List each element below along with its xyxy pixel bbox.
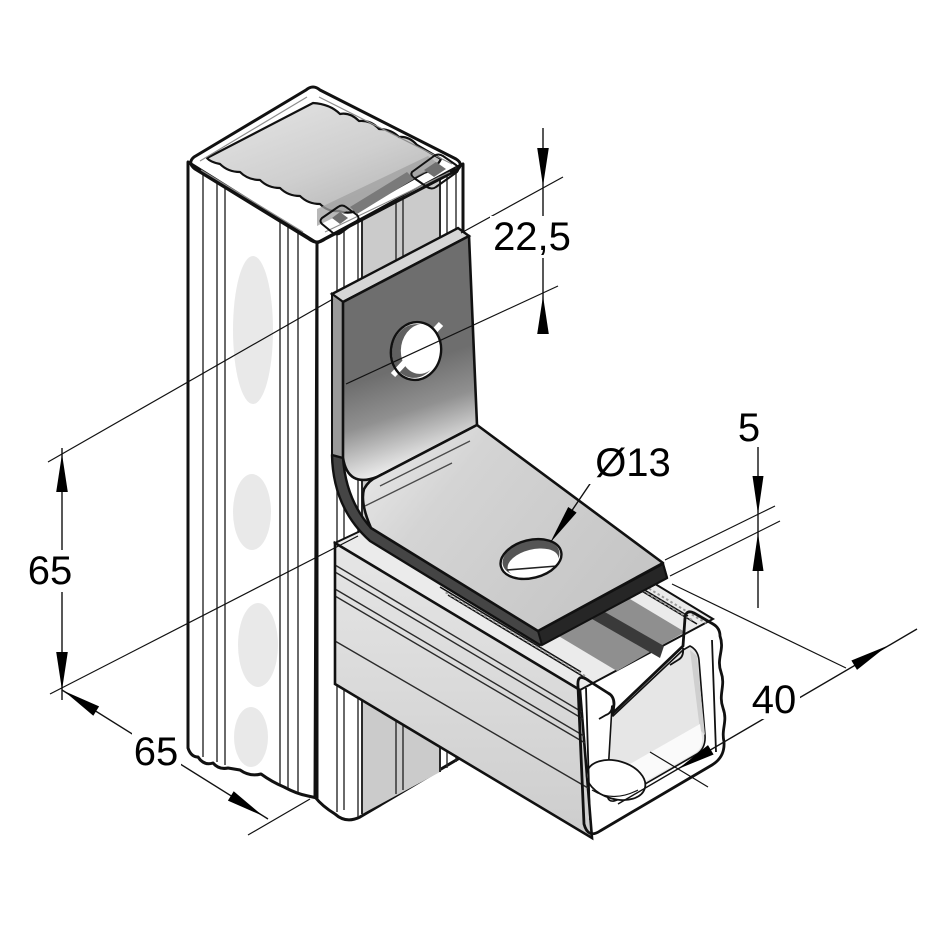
channel-near-wall-ribs	[334, 564, 589, 789]
dim-label-plate-thickness: 5	[738, 406, 760, 450]
channel-slot-hole-depth	[591, 789, 639, 798]
strut-reflections	[233, 256, 278, 767]
dim-label-leg-height: 65	[28, 549, 73, 593]
arrowhead	[56, 652, 68, 690]
arrowhead	[64, 691, 100, 716]
arrowhead	[851, 646, 887, 670]
dim-base-depth: 65	[61, 689, 311, 836]
arrowhead	[227, 791, 263, 816]
dim-hole-diameter: Ø13	[550, 441, 677, 543]
bracket-plate-face	[361, 423, 665, 633]
bracket-bend-lines	[364, 440, 471, 507]
arrowhead	[678, 745, 714, 769]
angle-bracket	[329, 226, 669, 647]
arrowhead	[752, 476, 764, 514]
channel-lip-curls	[585, 639, 717, 821]
strut-lip-east-hole	[424, 162, 446, 177]
dim-plate-thickness: 5	[664, 406, 781, 608]
arrowhead	[537, 148, 549, 186]
channel-end-interior	[606, 645, 706, 802]
channel-end-face	[576, 610, 727, 836]
strut-lip-south-hole	[332, 212, 348, 224]
strut-rim-line	[199, 96, 453, 233]
strut-left-ribs	[202, 172, 299, 792]
dim-label-base-depth: 65	[134, 730, 179, 774]
strut-lip-east	[410, 153, 460, 190]
dim-label-hole-diameter: Ø13	[595, 441, 671, 485]
strut-left-face	[186, 160, 319, 800]
arrowhead	[56, 454, 68, 492]
arrowhead	[550, 507, 577, 543]
arrowhead	[752, 533, 764, 571]
dim-hole-offset: 22,5	[345, 128, 574, 385]
dimensions: 22,5 65 65 Ø13	[26, 128, 918, 836]
strut-lip-south	[319, 204, 360, 236]
strut-top-slot-gap	[350, 172, 414, 214]
bracket-left-edge	[331, 292, 344, 464]
dim-label-hole-offset: 22,5	[493, 215, 571, 259]
strut-top-face	[189, 85, 462, 244]
channel-inner-far-wall	[690, 650, 705, 735]
dim-leg-height: 65	[26, 298, 359, 700]
dim-channel-width: 40	[617, 583, 918, 805]
bracket-hole-horizontal	[499, 537, 563, 581]
arrowhead	[537, 296, 549, 334]
dim-label-channel-width: 40	[752, 678, 797, 722]
strut-right-face	[313, 162, 465, 822]
